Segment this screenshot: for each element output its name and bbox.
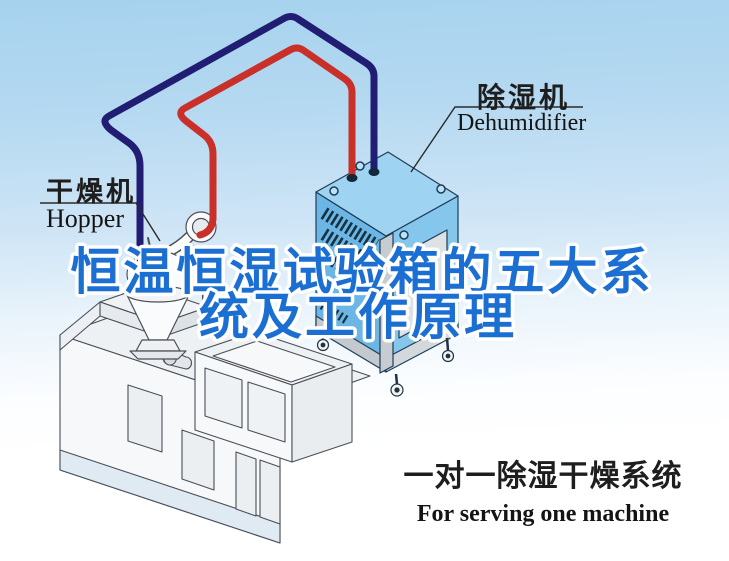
vent-louvers — [320, 207, 380, 251]
housing-side-face — [291, 363, 353, 463]
lifting-eyelet — [436, 184, 446, 194]
machine-wedge — [59, 301, 101, 351]
caption-block: 一对一除湿干燥系统 For serving one machine — [388, 451, 698, 528]
housing-window — [247, 381, 286, 443]
hopper-leader-line — [40, 202, 161, 242]
lifting-eyelet — [329, 186, 339, 196]
hopper-elbow-tube — [188, 247, 223, 336]
dehumidifier-label-zh: 除湿机 — [477, 82, 571, 113]
hopper-mount — [135, 339, 181, 352]
blower-neck — [164, 233, 193, 256]
dehumidifier-corner-post — [379, 232, 394, 374]
pipe-socket — [346, 174, 358, 182]
machine-door-panel — [127, 384, 163, 453]
control-slot — [425, 292, 432, 305]
dehumidifier-leader-line — [410, 106, 583, 173]
hopper-label-en: Hopper — [46, 204, 124, 233]
hopper-dryer — [126, 211, 225, 360]
housing-top-recess — [212, 340, 336, 383]
caption-en: For serving one machine — [416, 501, 670, 527]
control-slot — [416, 297, 423, 310]
main-title-line2: 统及工作原理 — [199, 289, 517, 345]
control-button — [413, 275, 423, 292]
lifting-eyelet — [399, 230, 409, 240]
caster-wheels — [316, 331, 455, 397]
hopper-mount-plate — [129, 350, 187, 360]
vent-louvers — [320, 249, 380, 293]
machine-door-panel — [235, 451, 257, 517]
machine-door-panel — [181, 429, 215, 491]
control-door — [398, 229, 448, 339]
vent-louvers — [320, 228, 380, 272]
pipe-socket — [368, 168, 380, 176]
machine-door-panel — [259, 459, 281, 525]
caption-zh: 一对一除湿干燥系统 — [403, 460, 683, 493]
housing-window — [204, 367, 243, 429]
hopper-band — [126, 285, 190, 303]
dehumidifier-label-en: Dehumidifier — [457, 110, 587, 136]
dry-air-pipe — [177, 44, 356, 239]
hopper-label-zh: 干燥机 — [46, 177, 136, 207]
return-air-pipe — [101, 13, 378, 263]
lifting-eyelet — [355, 161, 365, 171]
injection-molding-machine — [59, 285, 371, 544]
control-button — [425, 269, 435, 286]
machine-base — [59, 449, 281, 544]
main-title-line1: 恒温恒湿试验箱的五大系 — [71, 244, 654, 300]
